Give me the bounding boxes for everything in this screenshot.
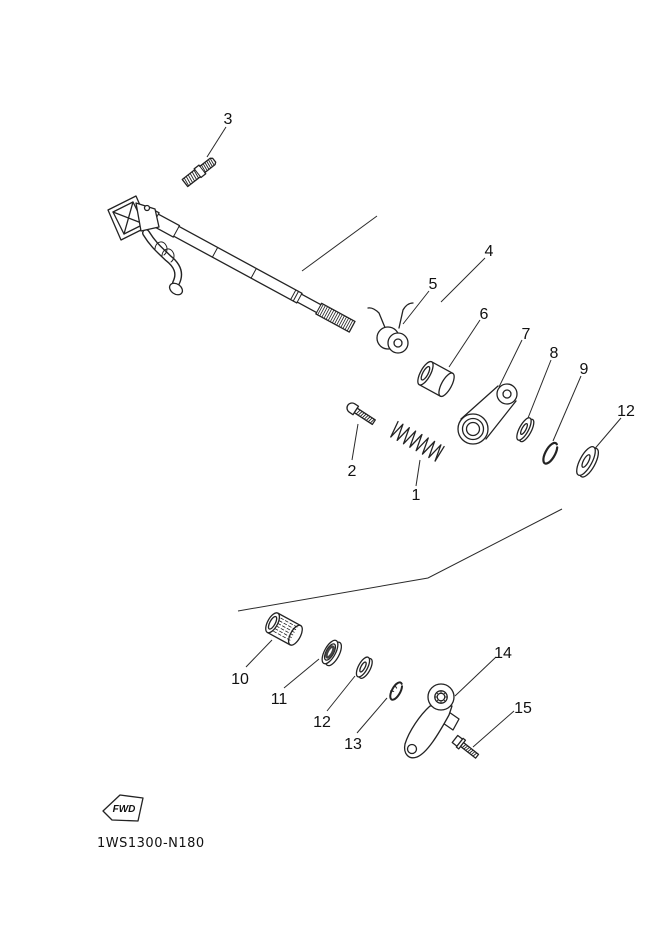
- leader-line-7: [497, 339, 523, 390]
- callout-8: 8: [550, 345, 559, 362]
- lever-arm-part-7: [457, 383, 518, 445]
- leader-line-3: [206, 126, 227, 158]
- callout-9: 9: [580, 361, 589, 378]
- leader-line-8: [527, 359, 552, 419]
- leader-line-10: [245, 639, 273, 668]
- leader-line-14: [454, 656, 497, 697]
- coil-spring-part-1: [390, 420, 445, 462]
- fwd-direction-badge: FWD: [102, 794, 144, 822]
- collar-part-6: [417, 360, 455, 398]
- callout-12b: 12: [313, 714, 331, 731]
- leader-line-11: [283, 658, 320, 689]
- callout-7: 7: [522, 326, 531, 343]
- callout-12a: 12: [617, 403, 635, 420]
- callout-11: 11: [271, 691, 288, 708]
- torsion-spring-part-5: [367, 302, 414, 354]
- bushing-part-10: [265, 612, 303, 646]
- washer-part-12-right: [576, 446, 600, 478]
- bolt-part-2: [346, 402, 376, 426]
- callout-numbers: 3 4 5 6 7 8 9 12 2 1 10 11 12 13 14 15: [224, 111, 635, 753]
- leader-lines: [206, 126, 622, 748]
- e-clip-part-13: [389, 681, 404, 701]
- callout-13: 13: [344, 736, 362, 753]
- callout-15: 15: [514, 700, 532, 717]
- washer-part-8: [516, 417, 535, 443]
- callout-1: 1: [412, 487, 421, 504]
- callout-3: 3: [224, 111, 233, 128]
- bolt-part-15: [451, 734, 480, 759]
- assembly-axis-lines: [237, 215, 563, 612]
- leader-line-13: [356, 697, 388, 734]
- group-line-lower: [237, 508, 563, 612]
- shift-pedal-lever: [107, 195, 184, 296]
- bearing-part-11: [321, 639, 343, 667]
- leader-line-4: [440, 257, 486, 303]
- bolt-part-3: [181, 157, 217, 188]
- callout-4: 4: [485, 243, 494, 260]
- callout-6: 6: [480, 306, 489, 323]
- diagram-code: 1WS1300-N180: [97, 836, 205, 851]
- callout-10: 10: [231, 671, 249, 688]
- leader-line-2: [351, 423, 359, 461]
- shift-arm-part-14: [403, 683, 460, 759]
- leader-line-5: [402, 290, 430, 325]
- callout-2: 2: [348, 463, 357, 480]
- leader-line-9: [552, 375, 582, 442]
- leader-line-12b: [326, 675, 356, 712]
- leader-line-1: [415, 459, 421, 487]
- leader-line-12a: [591, 417, 622, 453]
- washer-part-12-lower: [355, 656, 373, 679]
- circlip-part-9: [542, 441, 559, 465]
- pedal-tip: [168, 282, 184, 296]
- callout-5: 5: [429, 276, 438, 293]
- leader-line-6: [448, 319, 481, 368]
- fwd-label: FWD: [113, 804, 136, 815]
- leader-line-15: [472, 710, 515, 748]
- callout-14: 14: [494, 645, 512, 662]
- group-line-upper: [301, 215, 378, 272]
